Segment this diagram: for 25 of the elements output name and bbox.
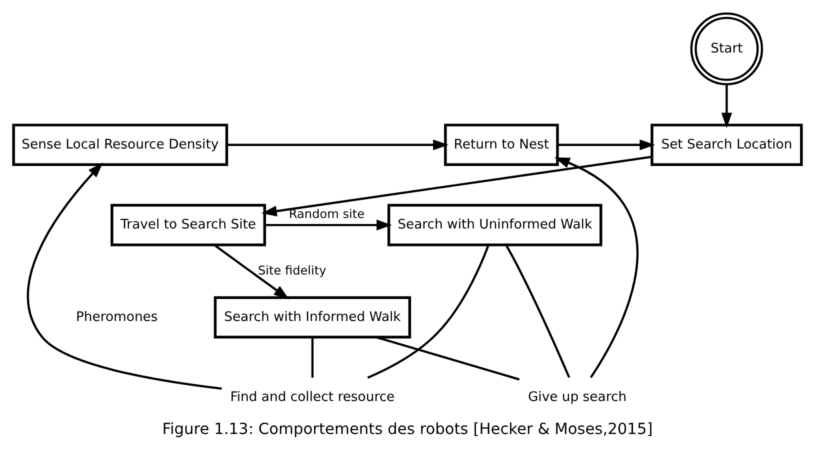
node-text: Give up search <box>527 389 626 404</box>
connector <box>504 244 570 378</box>
arrow <box>264 219 392 230</box>
connector <box>375 336 520 380</box>
connector <box>310 336 314 378</box>
node-box: Return to Nest <box>444 123 558 166</box>
edge-label: Site fidelity <box>257 262 326 277</box>
node-text: Find and collect resource <box>230 389 394 404</box>
arrow <box>213 244 289 299</box>
caption: Figure 1.13: Comportements des robots [Hecker & Moses,2015] <box>162 420 652 438</box>
arrow <box>226 138 448 150</box>
label: Pheromones <box>75 309 158 324</box>
arrow <box>557 138 655 150</box>
node-box: Search with Uninformed Walk <box>386 203 602 246</box>
arrow <box>554 156 638 378</box>
arrow <box>260 155 652 216</box>
node-box: Set Search Location <box>650 123 802 166</box>
node-box: Travel to Search Site <box>110 203 266 246</box>
arrow <box>720 84 732 128</box>
node-circle: Start <box>690 12 763 85</box>
node-box: Search with Informed Walk <box>213 296 411 338</box>
connector <box>366 244 490 378</box>
edge-label: Random site <box>288 206 364 221</box>
arrow <box>26 162 222 390</box>
node-box: Sense Local Resource Density <box>12 123 228 166</box>
